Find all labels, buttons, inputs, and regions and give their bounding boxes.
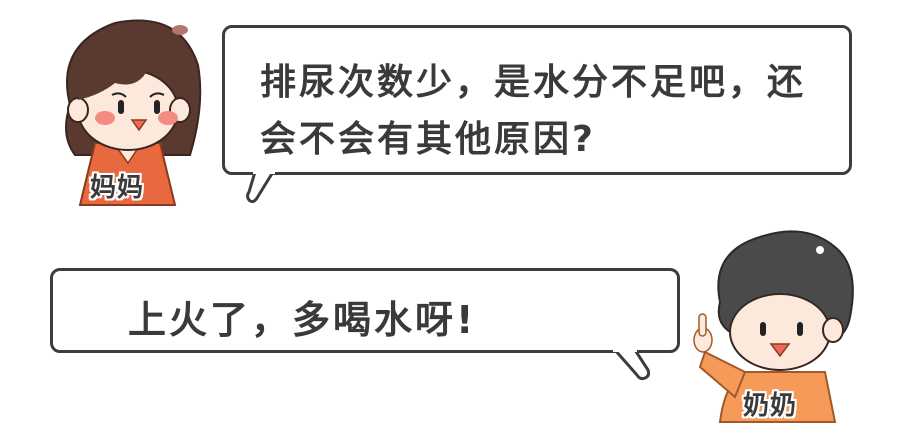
- mom-bubble-tail-icon: [246, 170, 275, 204]
- mom-name-label: 妈妈: [90, 173, 145, 203]
- grandma-speech-line: 上火了，多喝水呀!: [128, 298, 477, 342]
- grandma-speech-bubble: 上火了，多喝水呀!: [50, 268, 680, 353]
- grandma-avatar: 奶奶: [685, 222, 900, 439]
- mom-avatar: 妈妈: [40, 5, 210, 210]
- grandma-bubble-tail-icon: [613, 348, 651, 381]
- mom-speech-line-1: 排尿次数少，是水分不足吧，还: [260, 62, 807, 103]
- grandma-name-label: 奶奶: [743, 391, 798, 421]
- mom-speech-line-2: 会不会有其他原因?: [260, 119, 596, 160]
- mom-speech-bubble: 排尿次数少，是水分不足吧，还 会不会有其他原因?: [222, 25, 852, 175]
- mom-illustration-icon: [65, 19, 202, 206]
- grandma-illustration-icon: [693, 230, 854, 423]
